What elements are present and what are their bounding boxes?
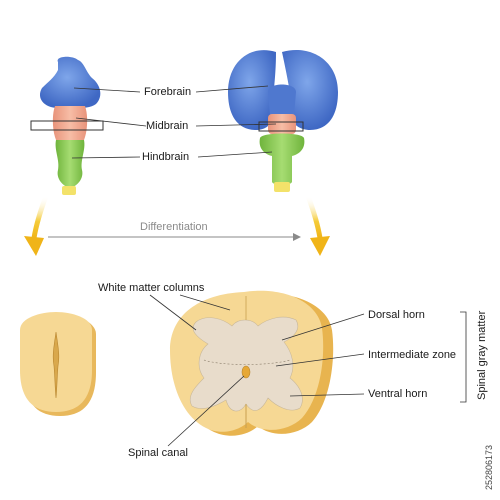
intermediate-zone-leader	[275, 353, 365, 367]
neural-tube-section	[20, 312, 96, 416]
spinal-gray-matter-label: Spinal gray matter	[476, 310, 488, 400]
white-matter-label: White matter columns	[98, 282, 205, 294]
left-curved-arrow	[24, 195, 49, 256]
intermediate-zone-boundary	[203, 359, 291, 365]
spinal-canal-label: Spinal canal	[128, 447, 188, 459]
right-hemisphere	[282, 49, 338, 130]
differentiation-label: Differentiation	[140, 221, 208, 233]
neural-canal	[52, 331, 60, 399]
spinal-cord-section	[170, 290, 334, 436]
white-matter-leader-1	[149, 294, 197, 331]
gray-matter	[189, 316, 303, 412]
hindbrain-leader	[71, 156, 141, 159]
embryo-tip	[62, 186, 76, 195]
embryo-brain	[30, 56, 104, 195]
developed-hindbrain	[259, 133, 305, 185]
left-hemisphere	[228, 50, 276, 130]
developed-brain	[228, 49, 338, 192]
gray-matter-bracket	[460, 311, 467, 403]
embryo-forebrain	[39, 56, 101, 109]
white-matter-leader-2	[179, 294, 231, 311]
intermediate-zone-label: Intermediate zone	[368, 349, 456, 361]
right-curved-arrow	[305, 195, 330, 256]
dorsal-horn-leader	[281, 313, 365, 341]
forebrain-leader-right	[195, 85, 269, 93]
embryo-section-box	[30, 120, 104, 131]
spinal-canal-leader	[167, 375, 245, 447]
central-canal	[241, 365, 251, 379]
diencephalon	[268, 84, 296, 116]
stock-id-strip: 252806173	[484, 380, 498, 490]
ventral-horn-label: Ventral horn	[368, 388, 427, 400]
midbrain-leader	[75, 117, 147, 127]
developed-section-box	[258, 121, 304, 132]
ventral-horn-leader	[289, 393, 365, 397]
embryo-hindbrain	[55, 140, 85, 188]
hindbrain-label: Hindbrain	[142, 151, 189, 163]
forebrain-label: Forebrain	[144, 86, 191, 98]
embryo-midbrain	[52, 106, 88, 140]
stock-id-text: 252806173	[484, 444, 494, 490]
dorsal-horn-label: Dorsal horn	[368, 309, 425, 321]
midbrain-leader-right	[195, 123, 277, 127]
midbrain-label: Midbrain	[146, 120, 188, 132]
developed-tip	[274, 182, 290, 192]
forebrain-leader	[73, 87, 141, 93]
hindbrain-leader-right	[197, 151, 273, 158]
developed-midbrain	[268, 114, 296, 134]
